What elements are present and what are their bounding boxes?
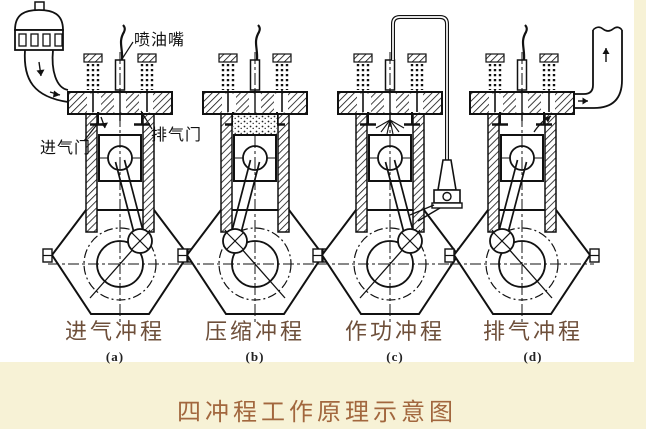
stroke-name: 作功冲程 <box>344 319 445 344</box>
figure-caption: 四冲程工作原理示意图 <box>177 400 457 426</box>
stroke-letter: (b) <box>245 349 265 364</box>
stroke-name: 排气冲程 <box>482 319 583 344</box>
stroke-letter: (c) <box>386 349 404 364</box>
stroke-name: 压缩冲程 <box>204 319 305 344</box>
engine-figure-compression-stroke <box>178 23 332 322</box>
stroke-label-intake: 进气冲程 (a) <box>50 314 180 365</box>
intake-pipe-icon <box>23 49 69 103</box>
exhaust-pipe-icon <box>574 26 623 109</box>
injection-pump-icon <box>409 159 463 222</box>
callout-leader-lines <box>83 41 153 142</box>
stroke-label-power: 作功冲程 (c) <box>330 314 460 365</box>
compressed-charge-stipple <box>233 115 277 134</box>
fuel-line-icon <box>391 15 449 160</box>
injector-label: 喷油嘴 <box>134 32 186 49</box>
combustion-spray-icon <box>375 119 405 135</box>
stroke-label-compression: 压缩冲程 (b) <box>190 314 320 365</box>
exhaust-valve-label: 排气门 <box>151 127 203 144</box>
engine-diagram-panel: 喷油嘴 进气门 排气门 进气冲程 (a) 压缩冲程 (b) 作功冲程 (c) 排… <box>0 0 634 365</box>
air-filter-icon <box>14 1 64 51</box>
engine-figure-intake-stroke <box>14 1 197 322</box>
intake-valve-label: 进气门 <box>40 140 92 157</box>
engine-figure-exhaust-stroke <box>445 23 623 322</box>
stroke-letter: (a) <box>105 349 125 364</box>
stroke-letter: (d) <box>523 349 543 364</box>
four-stroke-engine-drawing <box>14 1 623 362</box>
stroke-label-exhaust: 排气冲程 (d) <box>468 314 598 365</box>
engine-figure-power-stroke <box>313 15 467 322</box>
stroke-name: 进气冲程 <box>64 319 165 344</box>
